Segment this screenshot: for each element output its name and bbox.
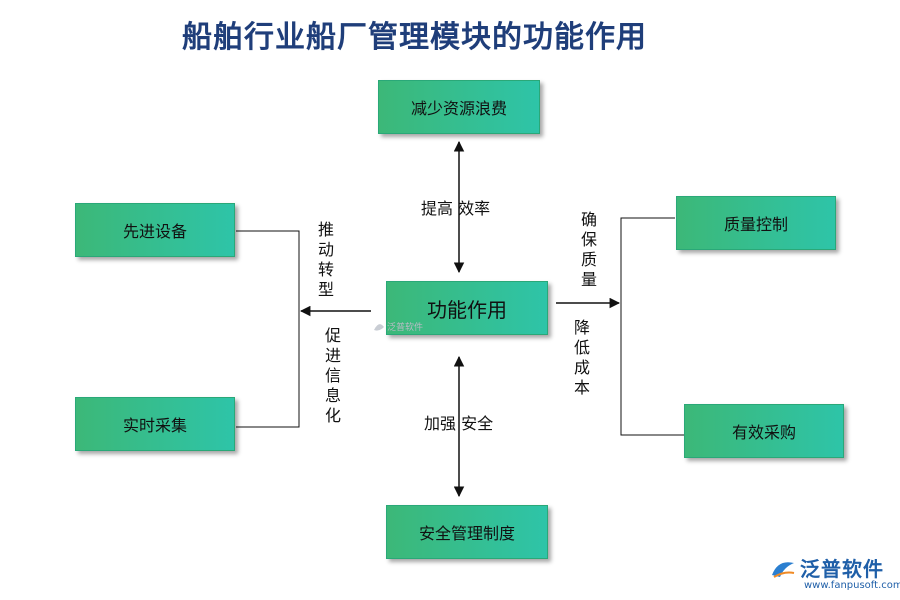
fanpu-logo-icon: [772, 561, 795, 578]
logo-text: 泛普软件: [800, 557, 884, 581]
box-advanced-equipment: 先进设备: [75, 203, 235, 257]
box-reduce-waste: 减少资源浪费: [378, 80, 540, 134]
box-safety-management: 安全管理制度: [386, 505, 548, 559]
box-effective-procurement: 有效采购: [684, 404, 844, 458]
brand-logo: 泛普软件: [770, 553, 884, 582]
label-promote-informatization: 促进信息化: [324, 326, 341, 425]
box-quality-control: 质量控制: [676, 196, 836, 250]
bracket-right: [620, 217, 685, 436]
label-promote-transformation: 推动转型: [317, 220, 334, 299]
label-strengthen-safety: 加强 安全: [424, 414, 494, 433]
center-watermark: 泛普软件: [373, 320, 423, 333]
label-reduce-cost: 降低成本: [573, 318, 590, 397]
page-title: 船舶行业船厂管理模块的功能作用: [182, 20, 647, 55]
label-improve-efficiency: 提高 效率: [421, 199, 491, 218]
label-ensure-quality: 确保质量: [580, 210, 597, 289]
logo-url: www.fanpusoft.com: [804, 580, 900, 591]
watermark-logo-icon: [374, 323, 384, 331]
box-realtime-collection: 实时采集: [75, 397, 235, 451]
bracket-left: [236, 230, 300, 428]
box-function-role: 功能作用: [386, 281, 548, 335]
watermark-text: 泛普软件: [387, 323, 424, 333]
